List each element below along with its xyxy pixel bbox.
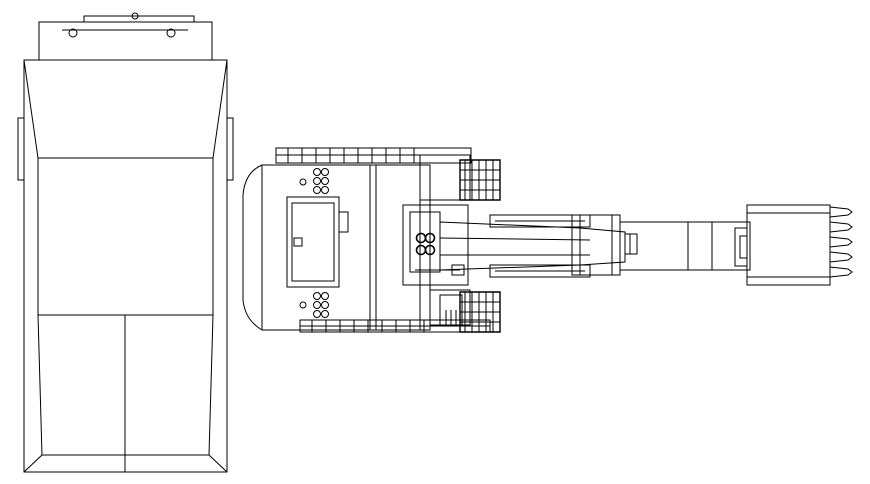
control-knobs	[300, 169, 329, 318]
left-mirror	[18, 118, 24, 180]
truck-top-view	[18, 13, 233, 472]
truck-body	[24, 60, 227, 472]
bucket-teeth	[830, 207, 852, 277]
bucket	[747, 205, 830, 285]
operator-cab	[287, 197, 348, 287]
excavator-house	[243, 155, 470, 330]
boom-arm	[440, 215, 625, 277]
excavator-top-view	[243, 148, 852, 332]
boom-base	[403, 205, 468, 285]
right-mirror	[227, 118, 233, 180]
